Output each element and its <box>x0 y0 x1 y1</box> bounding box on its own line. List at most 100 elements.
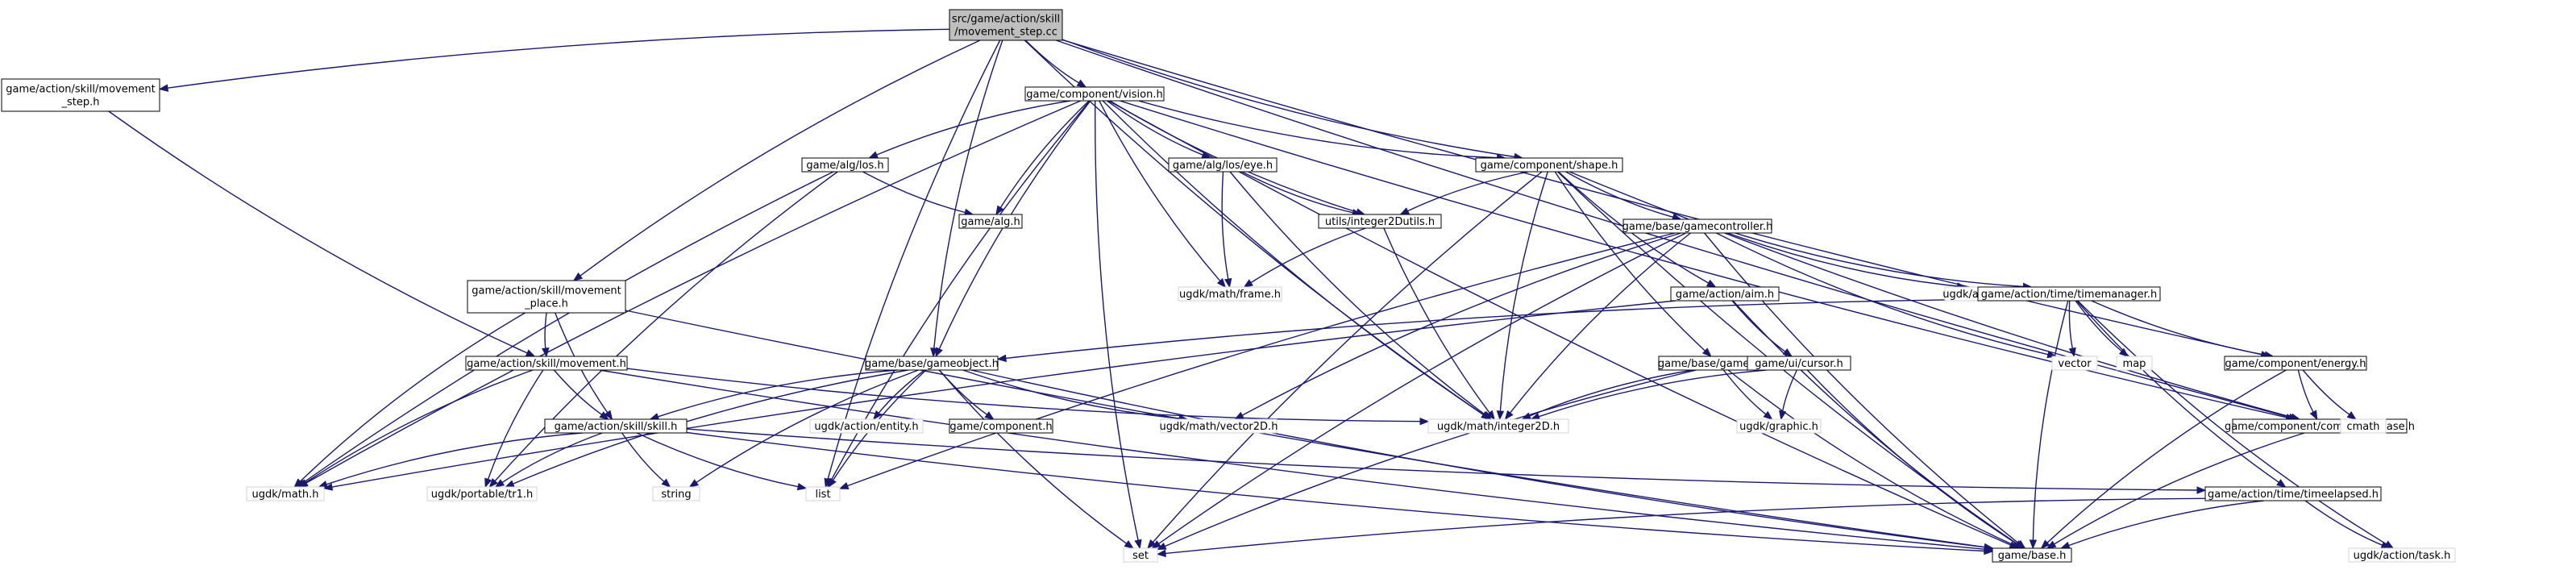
node-root[interactable]: src/game/action/skill/movement_step.cc <box>949 9 1063 41</box>
arrowhead-icon <box>1706 279 1717 288</box>
edge-line <box>1138 100 1498 159</box>
node-box <box>1168 157 1278 173</box>
edge-line <box>2297 369 2314 413</box>
node-frame: ugdk/math/frame.h <box>1178 286 1282 302</box>
node-movement[interactable]: game/action/skill/movement.h <box>465 356 628 371</box>
arrowhead-icon <box>996 354 1007 363</box>
node-vision[interactable]: game/component/vision.h <box>1024 86 1165 102</box>
node-label: game/action/time/timemanager.h <box>1981 289 2157 301</box>
node-gamectrl[interactable]: game/base/gamecontroller.h <box>1622 218 1773 234</box>
edge-line <box>553 369 602 415</box>
node-eye[interactable]: game/alg/los/eye.h <box>1168 157 1278 173</box>
node-box <box>1736 418 1822 434</box>
node-base[interactable]: game/base.h <box>1992 547 2072 563</box>
node-label: game/action/skill/movement_place.h <box>472 285 621 310</box>
edge-skill-to-list <box>636 432 808 491</box>
edge-line <box>1383 227 1490 414</box>
edge-line <box>1731 300 1786 352</box>
node-label: set <box>1132 550 1149 562</box>
edge-skill-to-timeelapsed <box>686 428 2207 494</box>
edge-gameobj-to-skill <box>649 369 898 421</box>
node-timemgr[interactable]: game/action/time/timemanager.h <box>1977 286 2161 302</box>
node-energy[interactable]: game/component/energy.h <box>2224 356 2367 371</box>
edge-line <box>108 110 528 354</box>
edge-shape-to-i2utils <box>1399 171 1529 215</box>
node-box <box>467 280 626 314</box>
edge-timemgr-to-energy <box>2091 300 2275 359</box>
node-mplace[interactable]: game/action/skill/movement_place.h <box>467 280 626 314</box>
node-gameobj[interactable]: game/base/gameobject.h <box>865 356 999 371</box>
edge-gamectrl-to-integer2d <box>1504 232 1691 421</box>
arrowhead-icon <box>935 347 943 358</box>
edge-line <box>625 310 1985 548</box>
node-timeelapsed[interactable]: game/action/time/timeelapsed.h <box>2204 486 2382 501</box>
arrowhead-icon <box>2046 540 2057 549</box>
node-label: game/base/gameobject.h <box>865 358 999 370</box>
edge-line <box>1568 171 2292 418</box>
node-box <box>1992 547 2072 563</box>
arrowhead-icon <box>796 482 808 491</box>
node-los[interactable]: game/alg/los.h <box>801 157 889 173</box>
node-i2utils[interactable]: utils/integer2Dutils.h <box>1318 214 1442 229</box>
edge-line <box>1407 171 1529 212</box>
edge-energy-to-cmath <box>2302 369 2357 420</box>
edge-timeelapsed-to-set <box>1156 497 2206 558</box>
node-alg[interactable]: game/alg.h <box>958 214 1023 229</box>
node-box <box>1024 86 1165 102</box>
node-label: game/component/componentbase.h <box>2225 421 2415 433</box>
arrowhead-icon <box>2196 486 2207 494</box>
edge-line <box>970 369 1985 548</box>
arrowhead-icon <box>1151 540 1161 549</box>
node-map: map <box>2116 356 2153 371</box>
node-aim[interactable]: game/action/aim.h <box>1670 286 1780 302</box>
edge-compbase-to-base <box>2046 432 2305 549</box>
arrowhead-icon <box>995 205 1004 216</box>
edge-line <box>326 432 583 485</box>
edge-line <box>300 312 526 482</box>
edge-vision-to-set <box>1095 100 1142 550</box>
edge-timeelapsed-to-base <box>2059 500 2264 549</box>
node-mstep_h[interactable]: game/action/skill/movement_step.h <box>1 78 160 112</box>
arrowhead-icon <box>1156 543 1167 551</box>
edge-eye-to-i2utils <box>1241 171 1362 217</box>
node-box <box>1318 214 1442 229</box>
node-list: list <box>805 486 841 501</box>
arrowhead-icon <box>293 478 304 488</box>
node-label: ugdk/math.h <box>252 489 319 501</box>
edge-line <box>686 431 1985 552</box>
edge-root-to-gameobj <box>930 40 1003 358</box>
edge-line <box>2304 500 2383 546</box>
node-task: ugdk/action/task.h <box>2348 547 2456 563</box>
node-skill[interactable]: game/action/skill/skill.h <box>544 418 688 434</box>
arrowhead-icon <box>322 483 334 491</box>
node-box <box>544 418 688 434</box>
node-compbase[interactable]: game/component/componentbase.h <box>2225 418 2415 434</box>
edge-movement-to-skill <box>553 369 609 420</box>
node-component[interactable]: game/component.h <box>949 418 1053 434</box>
node-label: utils/integer2Dutils.h <box>1325 216 1435 228</box>
node-label: game/alg/los.h <box>806 160 883 172</box>
arrowhead-icon <box>661 478 671 488</box>
edge-line <box>1510 232 1691 414</box>
node-shape[interactable]: game/component/shape.h <box>1475 157 1623 173</box>
edge-line <box>1735 232 2024 288</box>
arrowhead-icon <box>2346 411 2357 420</box>
edge-los-to-tr1 <box>488 171 838 489</box>
arrowhead-icon <box>1496 410 1505 421</box>
edge-line <box>876 100 1071 156</box>
edge-gametile-to-set <box>1156 369 1697 551</box>
edge-gameobj-to-entity <box>872 369 925 421</box>
node-box <box>1160 418 1278 434</box>
arrowhead-icon <box>930 347 938 358</box>
edge-timeelapsed-to-task <box>2304 500 2391 549</box>
node-label: vector <box>2058 358 2092 370</box>
node-cursor[interactable]: game/ui/cursor.h <box>1747 356 1851 371</box>
arrowhead-icon <box>1147 539 1157 550</box>
edge-root-to-mstep_h <box>158 28 950 92</box>
edge-vision-to-eye <box>1106 100 1211 159</box>
arrowhead-icon <box>1076 79 1087 88</box>
node-gametile[interactable]: game/base/gametile.h <box>1658 356 1776 371</box>
edge-line <box>878 369 925 414</box>
edge-vision-to-frame <box>1099 100 1227 289</box>
edge-vision-to-integer2d <box>1102 100 1491 420</box>
